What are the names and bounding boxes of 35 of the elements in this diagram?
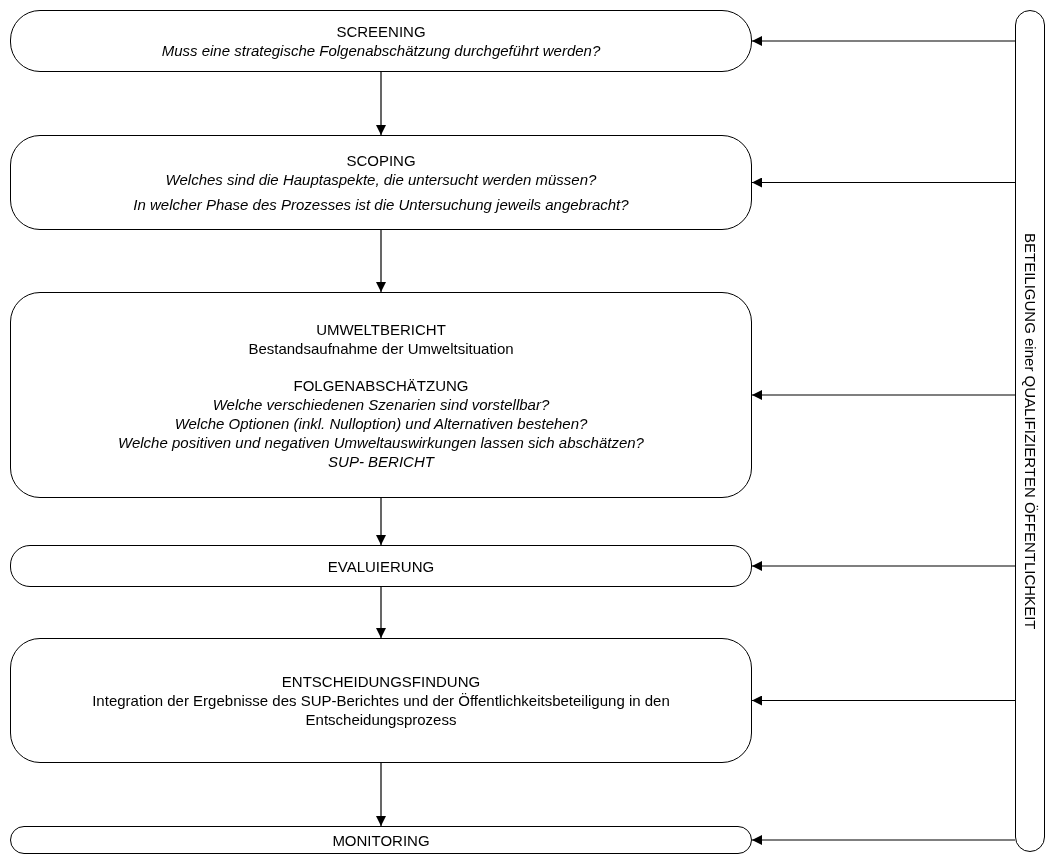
description: Welche verschiedenen Szenarien sind vorstellbar? (211, 394, 551, 414)
description: SUP- BERICHT (327, 451, 436, 471)
heading: SCREENING (335, 22, 427, 41)
arrow (376, 762, 386, 827)
arrow (751, 177, 1016, 188)
description: FOLGENABSCHÄTZUNG (292, 375, 470, 395)
arrow (751, 695, 1016, 706)
process-box (10, 10, 752, 72)
arrow (751, 36, 1016, 46)
description: Integration der Ergebnisse des SUP-Berichtes und der Öffentlichkeitsbeteiligung in den Entscheidungsprozess (91, 691, 671, 729)
arrow (751, 561, 1016, 571)
description: Bestandsaufnahme der Umweltsituation (247, 338, 515, 358)
process-box (10, 545, 752, 587)
heading: EVALUIERUNG (326, 556, 436, 576)
description: Welche positiven und negativen Umweltauswirkungen lassen sich abschätzen? (117, 432, 645, 452)
heading: SCOPING (345, 151, 417, 170)
process-box (10, 826, 752, 854)
arrow (751, 835, 1016, 845)
arrow (376, 586, 386, 639)
heading: UMWELTBERICHT (315, 319, 447, 339)
description: Welche Optionen (inkl. Nulloption) und Alternativen bestehen? (173, 413, 589, 433)
arrow (751, 390, 1016, 400)
participation-band (1015, 10, 1045, 852)
heading: BETEILIGUNG einer QUALIFIZIERTEN ÖFFENTLICHKEIT (1021, 232, 1041, 630)
arrow (376, 229, 386, 293)
description: Welches sind die Hauptaspekte, die untersucht werden müssen? (164, 170, 598, 189)
heading: ENTSCHEIDUNGSFINDUNG (280, 672, 482, 691)
process-box (10, 638, 752, 763)
arrow (376, 497, 386, 546)
heading: MONITORING (331, 830, 431, 850)
description: In welcher Phase des Prozesses ist die Untersuchung jeweils angebracht? (132, 195, 630, 214)
process-box (10, 135, 752, 230)
process-box (10, 292, 752, 498)
description: Muss eine strategische Folgenabschätzung durchgeführt werden? (160, 41, 602, 60)
arrow (376, 71, 386, 136)
